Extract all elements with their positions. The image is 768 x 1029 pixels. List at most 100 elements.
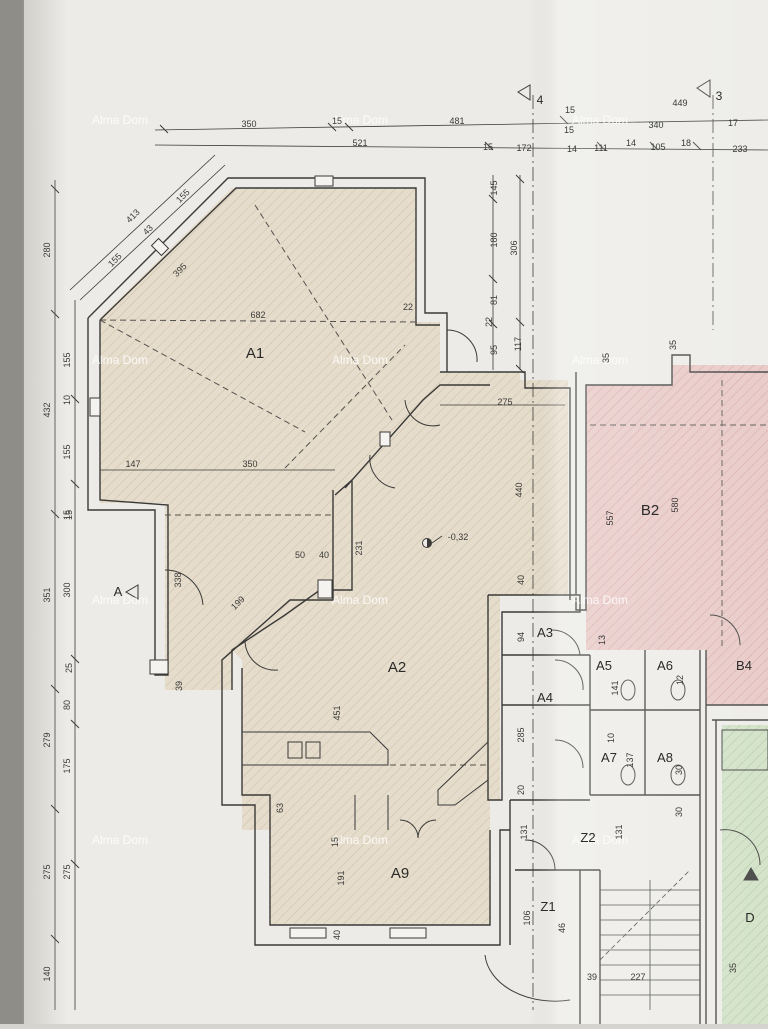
room-label-z2: Z2 — [580, 830, 595, 845]
room-label-b2: B2 — [641, 502, 659, 519]
lighting-overlay — [22, 0, 768, 1024]
dim-top2-3: 14 — [567, 144, 577, 154]
dim-inner-18: 131 — [519, 824, 529, 839]
watermark-5: Alma Dom — [572, 353, 628, 367]
dim-left-inner-2: 300 — [62, 582, 72, 597]
paper-edge-shadow — [0, 0, 24, 1024]
watermark-0: Alma Dom — [92, 113, 148, 127]
dim-inner-35: 25 — [64, 663, 74, 673]
dim-top1-0: 350 — [241, 119, 256, 129]
dim-right-4: 81 — [489, 295, 499, 305]
watermark-6: Alma Dom — [92, 593, 148, 607]
dim-inner-16: 137 — [625, 752, 635, 767]
dim-top1-2: 481 — [449, 116, 464, 126]
dim-inner-31: 35 — [601, 353, 611, 363]
watermark-4: Alma Dom — [332, 353, 388, 367]
dim-left-inner-6: 10 — [62, 395, 72, 405]
dim-inner-33: 35 — [728, 963, 738, 973]
dim-right-0: 145 — [489, 180, 499, 195]
dim-inner-26: 580 — [670, 497, 680, 512]
dim-inner-37: 40 — [332, 930, 342, 940]
dim-right-1: 180 — [489, 232, 499, 247]
room-label-d: D — [745, 910, 754, 925]
room-label-a2: A2 — [388, 659, 406, 676]
dim-inner-28: 39 — [587, 972, 597, 982]
watermark-11: Alma Dom — [572, 833, 628, 847]
dim-inner-17: 12 — [675, 675, 685, 685]
dim-top2-2: 172 — [516, 143, 531, 153]
dim-left-outer-4: 275 — [42, 864, 52, 879]
dim-inner-32: 35 — [668, 340, 678, 350]
dim-top2-11: 17 — [728, 118, 738, 128]
dim-left-outer-2: 351 — [42, 587, 52, 602]
dim-top1-1: 15 — [332, 116, 342, 126]
room-label-a6: A6 — [657, 658, 673, 673]
watermark-2: Alma Dom — [572, 113, 628, 127]
dim-inner-20: 191 — [336, 870, 346, 885]
watermark-3: Alma Dom — [92, 353, 148, 367]
watermark-9: Alma Dom — [92, 833, 148, 847]
dim-inner-0: 682 — [250, 310, 265, 320]
dim-inner-24: 30 — [674, 765, 684, 775]
dim-right-2: 306 — [509, 240, 519, 255]
dim-inner-5: 440 — [514, 482, 524, 497]
dim-left-inner-0: 155 — [62, 352, 72, 367]
dim-inner-3: 350 — [242, 459, 257, 469]
dim-inner-22: 63 — [275, 803, 285, 813]
dim-diagonal-6: 50 — [295, 550, 305, 560]
dim-top2-5: 14 — [626, 138, 636, 148]
room-label-a8: A8 — [657, 750, 673, 765]
dim-right-5: 117 — [513, 337, 523, 351]
room-label-a1: A1 — [246, 345, 264, 362]
dim-left-inner-7: 15 — [62, 510, 72, 520]
dim-inner-7: 338 — [173, 572, 183, 587]
dim-left-outer-0: 280 — [42, 242, 52, 257]
dim-inner-8: 40 — [516, 575, 526, 585]
watermark-10: Alma Dom — [332, 833, 388, 847]
watermark-7: Alma Dom — [332, 593, 388, 607]
dim-left-inner-5: 80 — [62, 700, 72, 710]
room-label-section: A — [114, 584, 123, 599]
dim-top2-8: 233 — [732, 144, 747, 154]
dim-inner-15: 10 — [606, 733, 616, 743]
dim-inner-19: 131 — [614, 824, 624, 839]
dim-inner-11: 13 — [597, 635, 607, 645]
dim-inner-29: 46 — [557, 923, 567, 933]
dim-left-inner-4: 275 — [62, 864, 72, 879]
dim-inner-23: 30 — [674, 807, 684, 817]
dim-top2-9: 15 — [564, 125, 574, 135]
dim-inner-27: 106 — [522, 910, 532, 925]
dim-top2-7: 18 — [681, 138, 691, 148]
dim-top2-10: 340 — [648, 120, 663, 130]
dim-top2-6: 105 — [650, 142, 665, 152]
watermark-1: Alma Dom — [332, 113, 388, 127]
dim-right-6: 95 — [489, 345, 499, 355]
axis-4-label: 4 — [537, 93, 544, 107]
room-label-z1: Z1 — [540, 899, 555, 914]
dim-inner-6: 231 — [354, 540, 364, 555]
dim-inner-25: 557 — [605, 510, 615, 525]
level-label: -0,32 — [448, 532, 469, 542]
dim-inner-12: 285 — [516, 727, 526, 742]
dim-inner-9: 451 — [332, 705, 342, 720]
room-label-a7: A7 — [601, 750, 617, 765]
dim-inner-2: 147 — [125, 459, 140, 469]
room-label-a5: A5 — [596, 658, 612, 673]
axis-3-label: 3 — [716, 89, 723, 103]
dim-left-inner-3: 175 — [62, 758, 72, 773]
dim-top2-0: 521 — [352, 138, 367, 148]
dim-inner-10: 94 — [516, 632, 526, 642]
dim-inner-4: 275 — [497, 397, 512, 407]
dim-top2-4: 111 — [594, 143, 608, 153]
room-label-b4: B4 — [736, 658, 752, 673]
dim-top1-3: 15 — [565, 105, 575, 115]
dim-right-3: 22 — [484, 317, 494, 327]
dim-top1-4: 449 — [672, 98, 687, 108]
watermark-8: Alma Dom — [572, 593, 628, 607]
dim-top2-1: 15 — [483, 142, 493, 152]
room-label-a3: A3 — [537, 625, 553, 640]
room-label-a4: A4 — [537, 690, 553, 705]
